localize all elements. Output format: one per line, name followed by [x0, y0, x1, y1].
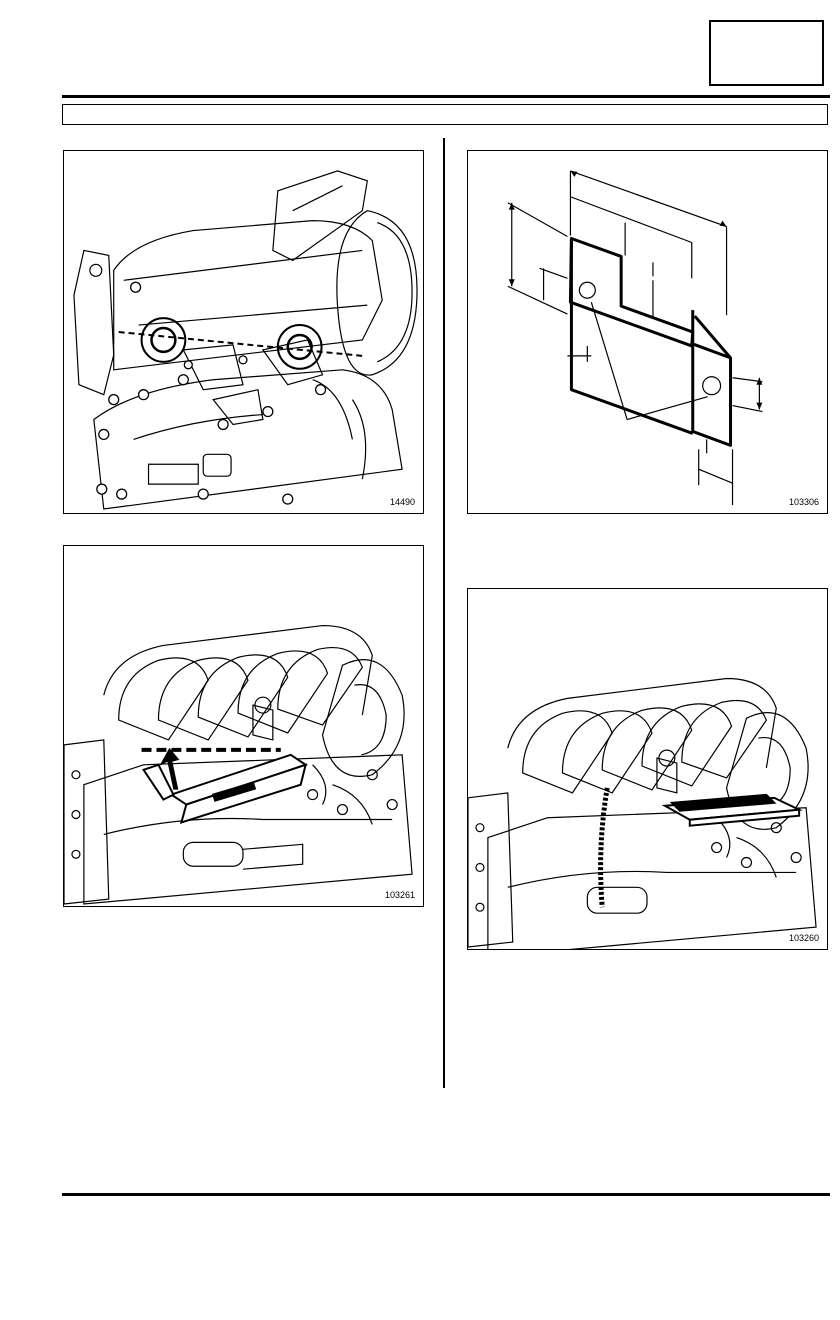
figure-reference: 103306	[788, 497, 819, 507]
header-rule	[62, 95, 830, 98]
column-divider	[443, 138, 445, 1088]
figure-reference: 103260	[788, 933, 819, 943]
figure-reference: 103261	[384, 890, 415, 900]
figure-manifold-insertion: 103261	[63, 545, 424, 907]
chapter-box	[709, 20, 824, 86]
figure-bracket-dimensions: 103306	[467, 150, 828, 514]
bracket-dimension-drawing	[507, 170, 763, 506]
intake-manifold-insertion-illustration	[64, 624, 413, 905]
footer-rule	[62, 1193, 830, 1196]
figure-reference: 14490	[389, 497, 415, 507]
section-title-bar	[62, 104, 828, 125]
figure-engine-camshaft: 14490	[63, 150, 424, 514]
engine-camshaft-illustration	[73, 170, 418, 510]
figure-manifold-installed: 103260	[467, 588, 828, 950]
intake-manifold-installed-illustration	[468, 677, 817, 949]
